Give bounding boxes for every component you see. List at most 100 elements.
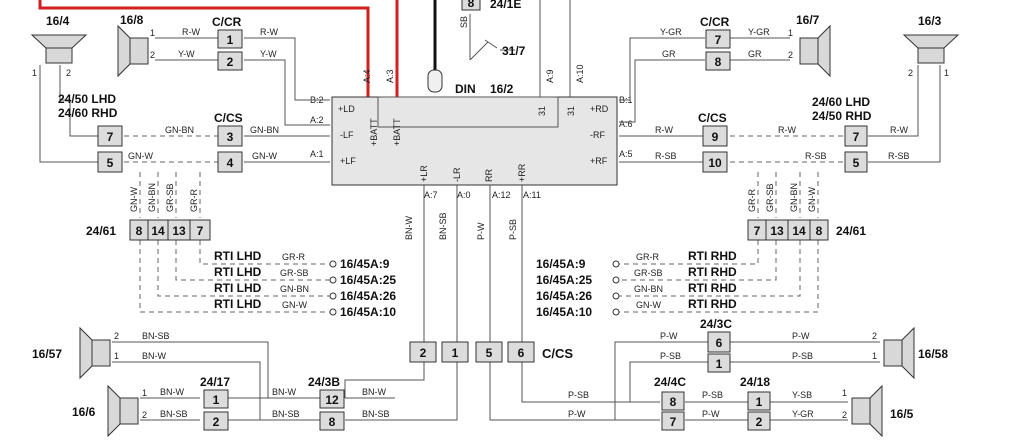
right-lhd-label: 24/60 LHD	[812, 95, 870, 109]
ccs-bottom-pin5: 5	[486, 346, 493, 360]
left-w-gnbn-2: GN-BN	[250, 125, 279, 135]
rti-right-rw3: GN-BN	[634, 284, 663, 294]
c243c-label: 24/3C	[700, 317, 732, 331]
right-w-ygr-2: Y-GR	[748, 27, 770, 37]
c243b-pin12: 12	[325, 393, 339, 407]
c243b-pin8: 8	[329, 415, 336, 429]
left-w-rw-1: R-W	[182, 27, 200, 37]
speaker-16-6: 16/6 1 2 BN-W BN-SB	[72, 384, 188, 438]
rti-left-id: 24/61	[86, 224, 116, 238]
rti-right-pin13: 13	[770, 224, 784, 238]
right-wires	[618, 37, 941, 313]
c-cr-left-pin1: 1	[227, 33, 234, 47]
ccs-bottom-pin1: 1	[452, 346, 459, 360]
c-cs-left-label: C/CS	[214, 111, 243, 125]
term-rf-pos: +RF	[590, 156, 608, 166]
rti-left-refs: RTI LHD RTI LHD RTI LHD RTI LHD GR-R GR-…	[214, 249, 396, 319]
speaker-16-3-pin1: 1	[944, 68, 949, 78]
left-w-rw-2: R-W	[260, 27, 278, 37]
connector-24-18: 24/18 1 2 Y-SB Y-GR	[740, 375, 814, 431]
c-cr-right-label: C/CR	[700, 15, 730, 29]
w-psb-243c-a: P-SB	[660, 351, 681, 361]
radio-body	[331, 96, 618, 186]
w-ysb-2418: Y-SB	[792, 390, 812, 400]
right-w-rw-3: R-W	[890, 125, 908, 135]
w-psb-244c-a: P-SB	[568, 390, 589, 400]
speaker-16-8-label: 16/8	[120, 13, 144, 27]
rti-left-ref3: 16/45A:26	[340, 289, 396, 303]
c2418-label: 24/18	[740, 375, 770, 389]
w-bnsb-243b: BN-SB	[362, 409, 390, 419]
rti-right-ref1: 16/45A:9	[536, 257, 586, 271]
connector-24-17: 24/17 1 2 BN-W BN-SB	[200, 375, 300, 431]
rti-right-rw1: GR-R	[636, 252, 659, 262]
w-psb-243c-b: P-SB	[792, 351, 813, 361]
left-w-gnw-1: GN-W	[128, 151, 153, 161]
term-rf-neg: -RF	[590, 130, 605, 140]
c2417-label: 24/17	[200, 375, 230, 389]
rti-left-w3: GR-SB	[165, 183, 175, 212]
bottom-wires	[112, 185, 880, 421]
right-w-gr-2: GR	[748, 49, 762, 59]
rti-left-rw4: GN-W	[282, 300, 307, 310]
speaker-16-58-label: 16/58	[918, 347, 948, 361]
c243b-label: 24/3B	[308, 375, 340, 389]
speaker-16-4-pin2: 2	[66, 68, 71, 78]
pin-a9: A:9	[545, 69, 555, 83]
rti-right-ref4: 16/45A:10	[536, 305, 592, 319]
ground-label: 31/7	[502, 44, 526, 58]
ccs-bottom-label: C/CS	[542, 346, 573, 361]
c243c-pin6: 6	[716, 336, 723, 350]
right-rhd-label: 24/50 RHD	[812, 109, 872, 123]
radio-unit-16-2: DIN 16/2 A:4 A:3 A:9 A:10 B:2 A:2 A:1 B:…	[310, 64, 633, 200]
ccs-bottom-pin6: 6	[518, 346, 525, 360]
pin-a11: A:11	[523, 190, 541, 200]
speaker-16-57-label: 16/57	[32, 347, 62, 361]
speaker-16-6-pin2: 2	[142, 410, 147, 420]
left-conn-pin7: 7	[107, 130, 114, 144]
term-lr-neg: -LR	[452, 167, 462, 182]
pin-left-a2: A:2	[310, 115, 324, 125]
rti-rhd-1: RTI RHD	[688, 249, 737, 263]
term-lr-pos: +LR	[419, 165, 429, 182]
left-w-yw-1: Y-W	[178, 49, 195, 59]
term-rr-neg: RR	[484, 169, 494, 182]
right-w-rw-2: R-W	[778, 125, 796, 135]
rti-left-rw2: GR-SB	[280, 268, 309, 278]
rti-lhd-2: RTI LHD	[214, 265, 262, 279]
rti-right-rw4: GN-W	[636, 300, 661, 310]
rti-lhd-3: RTI LHD	[214, 281, 262, 295]
rti-rhd-2: RTI RHD	[688, 265, 737, 279]
pin-a10: A:10	[575, 64, 585, 83]
pin-right-a5: A:5	[619, 149, 633, 159]
rti-right-pin7: 7	[754, 224, 761, 238]
term-batt-1: +BATT	[369, 118, 379, 146]
c2418-pin2: 2	[756, 415, 763, 429]
rti-right-pin14: 14	[792, 224, 806, 238]
c-cr-left-pin2: 2	[227, 55, 234, 69]
c244c-label: 24/4C	[654, 375, 686, 389]
speaker-16-3-label: 16/3	[918, 14, 942, 28]
radio-id: 16/2	[490, 82, 514, 96]
left-w-gnw-2: GN-W	[252, 151, 277, 161]
c-cs-left-pin4: 4	[227, 156, 234, 170]
speaker-16-58-pin1: 1	[872, 351, 877, 361]
connector-24-61-right: 7 13 14 8 24/61 GR-R GR-SB GN-BN GN-W	[747, 183, 866, 241]
speaker-16-5-pin2: 2	[842, 410, 847, 420]
right-w-ygr-1: Y-GR	[660, 27, 682, 37]
c244c-pin7: 7	[670, 415, 677, 429]
c-cs-right-pin9: 9	[712, 130, 719, 144]
bw-bnw: BN-W	[404, 216, 414, 240]
c2417-pin1: 1	[213, 393, 220, 407]
speaker-16-7: 16/7 1 2	[788, 13, 831, 78]
connector-c-cs-right: C/CS 9 10	[698, 111, 728, 173]
speaker-16-8-pin1: 1	[150, 28, 155, 38]
c2418-pin1: 1	[756, 395, 763, 409]
left-conn-pin5: 5	[107, 156, 114, 170]
connector-c-cs-left: C/CS 3 4	[214, 111, 243, 173]
right-conn-pin5: 5	[853, 156, 860, 170]
pin-a4: A:4	[362, 69, 372, 83]
right-w-rsb-3: R-SB	[888, 151, 910, 161]
bw-bnsb: BN-SB	[438, 212, 448, 240]
left-rhd-label: 24/60 RHD	[58, 106, 118, 120]
